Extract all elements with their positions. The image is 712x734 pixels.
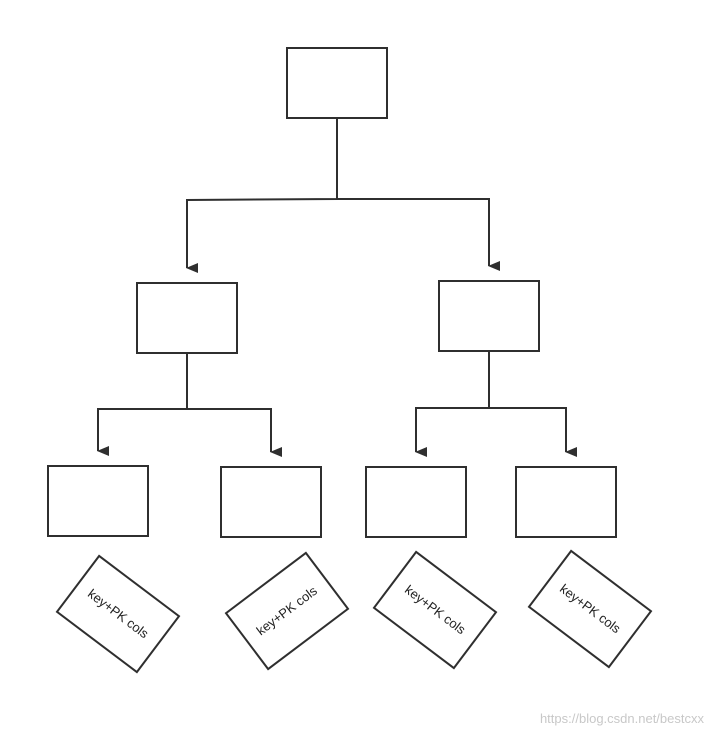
root-to-right-edge bbox=[337, 198, 500, 271]
root-to-left-edge bbox=[186, 118, 338, 273]
key-box-1: key+PK cols bbox=[55, 554, 181, 674]
key-box-2: key+PK cols bbox=[224, 551, 350, 671]
root-node bbox=[286, 47, 388, 119]
leaf-node-2 bbox=[220, 466, 322, 538]
key-box-4: key+PK cols bbox=[527, 549, 653, 669]
leaf-node-1 bbox=[47, 465, 149, 537]
mid-left-to-leaf-1-edge bbox=[97, 353, 188, 456]
mid-node-right bbox=[438, 280, 540, 352]
mid-left-to-leaf-2-edge bbox=[187, 408, 282, 457]
leaf-node-3 bbox=[365, 466, 467, 538]
mid-right-to-leaf-4-edge bbox=[489, 407, 577, 457]
key-box-3: key+PK cols bbox=[372, 550, 498, 670]
watermark-text: https://blog.csdn.net/bestcxx bbox=[539, 711, 704, 726]
mid-right-to-leaf-3-edge bbox=[415, 351, 490, 457]
leaf-node-4 bbox=[515, 466, 617, 538]
mid-node-left bbox=[136, 282, 238, 354]
